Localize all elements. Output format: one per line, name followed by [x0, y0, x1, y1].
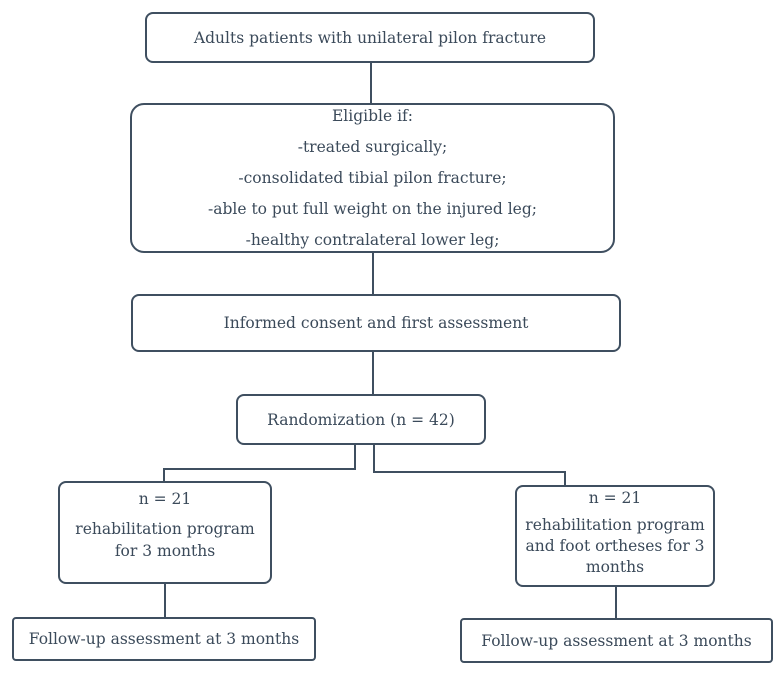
connector-left-group-followup — [164, 582, 166, 619]
eligibility-criterion: -healthy contralateral lower leg; — [245, 230, 500, 249]
left-followup-box: Follow-up assessment at 3 months — [12, 617, 316, 661]
consent-text: Informed consent and first assessment — [223, 314, 529, 332]
right-group-program: months — [585, 558, 645, 576]
eligibility-title: Eligible if: — [331, 106, 413, 125]
connector-randomization-right — [373, 443, 375, 473]
eligibility-box: Eligible if: -treated surgically; -conso… — [130, 103, 615, 253]
eligibility-criterion: -consolidated tibial pilon fracture; — [238, 168, 507, 187]
left-group-box: n = 21 rehabilitation program for 3 mont… — [58, 481, 272, 584]
connector-branch-left-down — [163, 468, 165, 483]
left-group-n: n = 21 — [138, 490, 192, 508]
connector-branch-left — [163, 468, 356, 470]
left-group-program: rehabilitation program — [75, 520, 255, 538]
right-group-program: rehabilitation program — [525, 516, 705, 534]
right-group-n: n = 21 — [588, 489, 642, 507]
right-followup-text: Follow-up assessment at 3 months — [481, 631, 752, 650]
connector-eligibility-consent — [372, 251, 374, 296]
randomization-box: Randomization (n = 42) — [236, 394, 486, 445]
connector-population-eligibility — [370, 61, 372, 105]
left-group-program: for 3 months — [114, 542, 216, 560]
population-box: Adults patients with unilateral pilon fr… — [145, 12, 595, 63]
right-group-program: and foot ortheses for 3 — [525, 537, 705, 555]
population-text: Adults patients with unilateral pilon fr… — [193, 28, 547, 47]
left-followup-text: Follow-up assessment at 3 months — [28, 630, 300, 648]
randomization-text: Randomization (n = 42) — [267, 410, 455, 429]
connector-branch-right — [373, 471, 566, 473]
right-followup-box: Follow-up assessment at 3 months — [460, 618, 773, 663]
connector-branch-right-down — [564, 471, 566, 487]
connector-right-group-followup — [615, 585, 617, 620]
eligibility-criterion: -able to put full weight on the injured … — [207, 199, 537, 218]
consent-box: Informed consent and first assessment — [131, 294, 621, 352]
connector-consent-randomization — [372, 350, 374, 396]
connector-randomization-left — [354, 443, 356, 470]
eligibility-criterion: -treated surgically; — [297, 137, 448, 156]
right-group-box: n = 21 rehabilitation program and foot o… — [515, 485, 715, 587]
